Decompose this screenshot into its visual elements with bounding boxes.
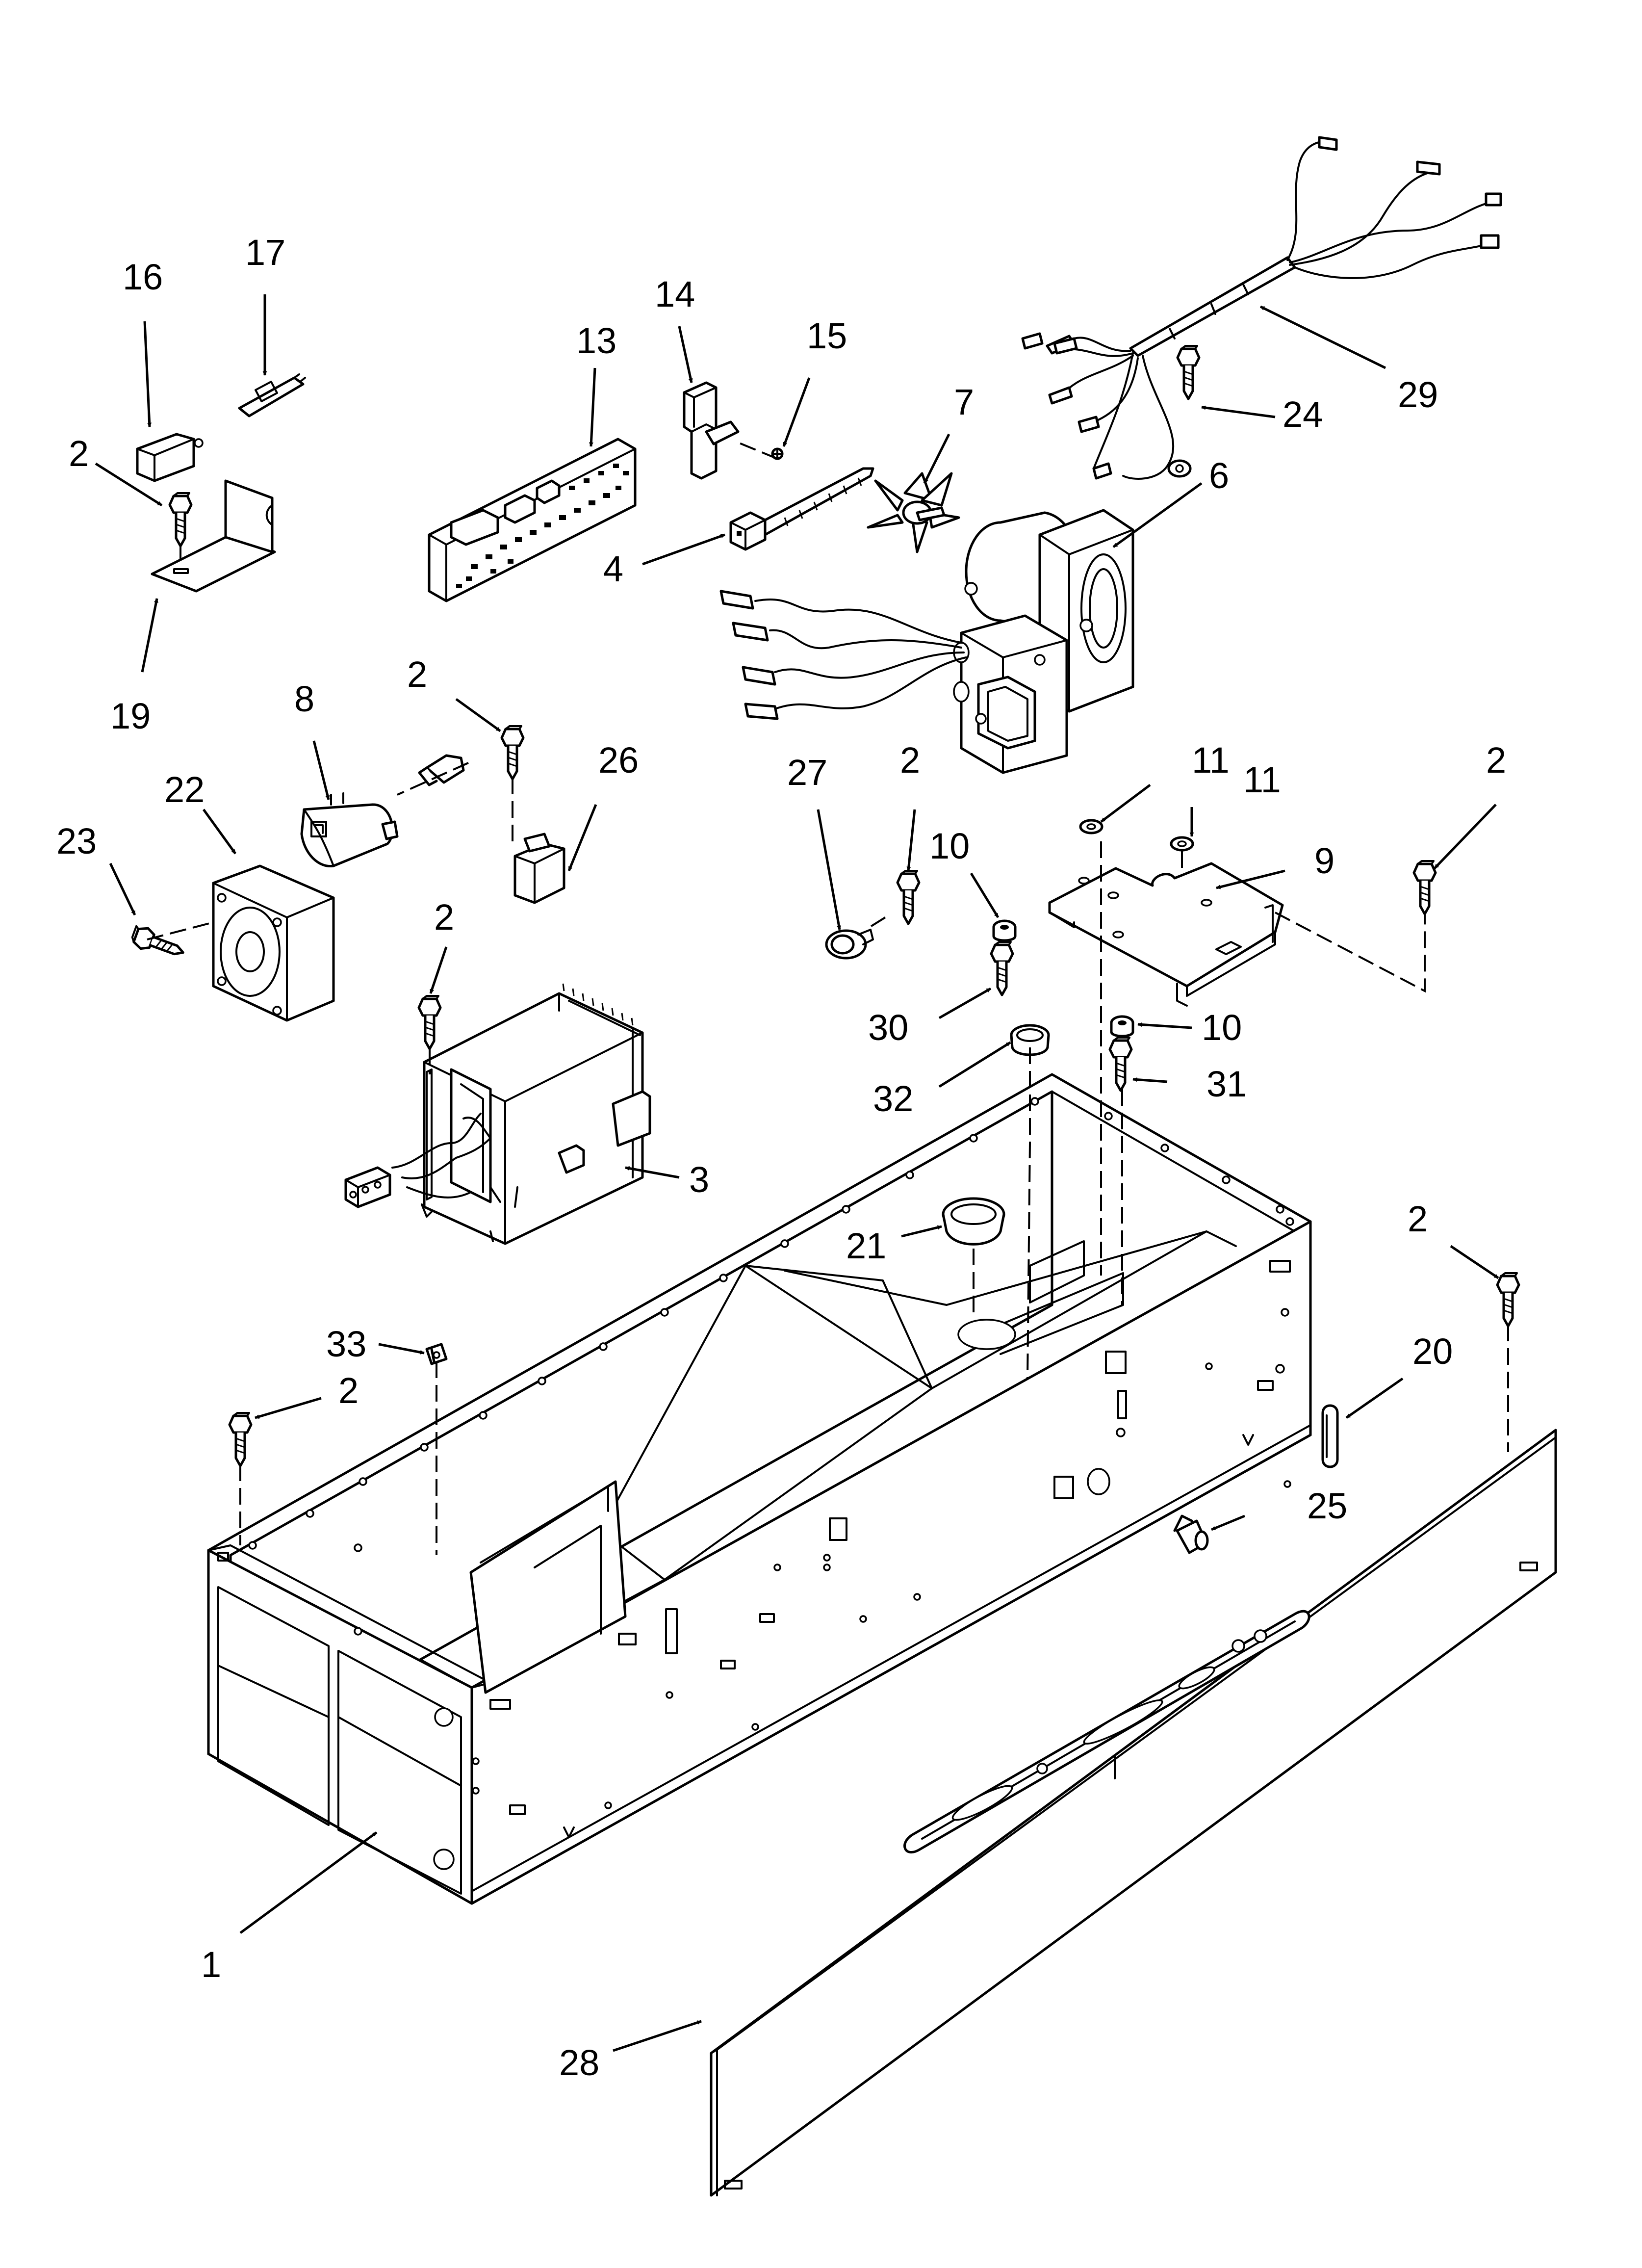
callout-2: 2 (434, 897, 454, 938)
bracket-19 (151, 479, 276, 593)
callout-11: 11 (1243, 759, 1281, 800)
callout-11: 11 (1192, 740, 1230, 781)
callout-22: 22 (164, 769, 205, 810)
grommet-10a (992, 919, 1017, 942)
callout-2: 2 (407, 654, 427, 695)
callout-6: 6 (1209, 455, 1229, 496)
screw-2g (230, 1413, 251, 1466)
callout-24: 24 (1283, 394, 1323, 435)
screw-24 (1178, 346, 1199, 399)
callout-21: 21 (846, 1225, 886, 1266)
screw-2a (170, 493, 191, 546)
screw-2e (419, 996, 440, 1049)
part-20 (1321, 1404, 1339, 1468)
screw-2f (1497, 1273, 1519, 1326)
relay-26 (513, 833, 565, 904)
callout-32: 32 (873, 1078, 913, 1119)
callout-25: 25 (1307, 1486, 1347, 1526)
bolt-8 (418, 754, 465, 786)
clip-33 (425, 1343, 448, 1365)
cable-tie-4 (729, 467, 874, 551)
screw-2c (898, 871, 919, 924)
callout-28: 28 (559, 2042, 599, 2083)
screw-31 (1110, 1038, 1131, 1091)
capacitor-8 (300, 792, 399, 868)
callout-31: 31 (1206, 1064, 1247, 1104)
motor-wires (719, 590, 967, 720)
callout-30: 30 (868, 1007, 908, 1048)
screw-30 (991, 942, 1013, 995)
callout-29: 29 (1398, 374, 1438, 415)
callout-17: 17 (245, 232, 285, 273)
assembly-lines (147, 441, 1509, 1555)
screw-2b (502, 726, 523, 779)
screw-2d (1414, 861, 1436, 914)
callout-2: 2 (1408, 1199, 1428, 1239)
part-17 (238, 373, 306, 417)
grommet-21 (942, 1197, 1005, 1246)
washer-11a (1079, 819, 1103, 834)
grommet-10b (1110, 1015, 1134, 1038)
callout-labels: 1 2 2 2 2 2 2 2 3 4 6 7 8 9 10 10 11 11 … (56, 232, 1506, 2083)
callout-8: 8 (294, 678, 314, 719)
callout-1: 1 (201, 1944, 221, 1985)
front-wall-features (563, 1260, 1291, 1838)
callout-19: 19 (110, 696, 151, 736)
grommet-32 (1010, 1024, 1050, 1056)
callout-16: 16 (123, 257, 163, 297)
callout-20: 20 (1412, 1331, 1453, 1372)
callout-33: 33 (326, 1324, 366, 1364)
base-frame (207, 1073, 1312, 1905)
callout-2: 2 (900, 740, 920, 781)
callout-10: 10 (1202, 1007, 1242, 1048)
wire-harness-29 (1021, 136, 1502, 480)
washer-11b (1170, 836, 1194, 852)
callout-23: 23 (56, 821, 97, 861)
callout-26: 26 (598, 740, 639, 781)
front-panel (710, 1429, 1557, 2197)
callout-2: 2 (338, 1370, 359, 1411)
callout-2: 2 (1486, 740, 1506, 781)
callout-2: 2 (69, 433, 89, 474)
plate-9 (1048, 862, 1284, 1007)
callout-3: 3 (689, 1159, 709, 1200)
part-25 (1173, 1514, 1209, 1554)
callout-7: 7 (954, 382, 974, 422)
leader-arrows (95, 294, 1499, 2052)
fan-22 (212, 864, 335, 1022)
clip-14 (683, 381, 740, 480)
callout-9: 9 (1314, 840, 1334, 881)
screw-23 (129, 924, 187, 963)
rim-holes (248, 1097, 1294, 1550)
callout-14: 14 (655, 274, 695, 314)
callout-15: 15 (807, 315, 847, 356)
part-16 (136, 433, 204, 482)
control-board-13 (428, 438, 637, 602)
callout-4: 4 (603, 548, 623, 589)
box-3 (344, 983, 651, 1245)
callout-10: 10 (929, 826, 970, 866)
fan-motor-6 (953, 509, 1134, 774)
fan-blade-7 (867, 472, 960, 553)
callout-13: 13 (576, 320, 616, 361)
callout-27: 27 (787, 752, 827, 793)
part-27 (825, 929, 874, 960)
